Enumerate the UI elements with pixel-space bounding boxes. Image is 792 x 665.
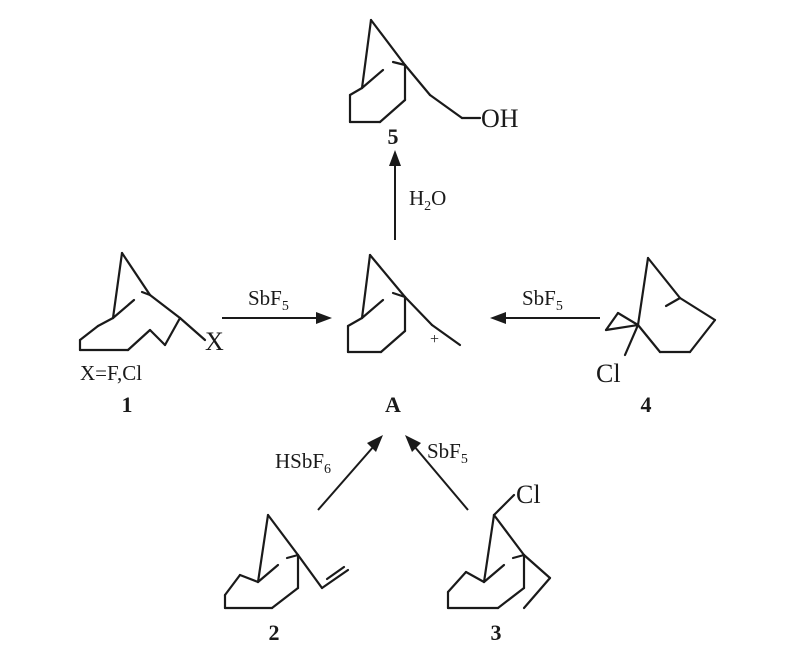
compound-5-number: 5	[388, 124, 399, 149]
compound-1-structure: X X=F,Cl 1	[78, 251, 224, 417]
compound-3-structure: Cl 3	[446, 480, 552, 645]
reagent-sbf5-bottom: SbF5	[427, 439, 468, 467]
reagent-sbf5-left: SbF5	[248, 286, 289, 314]
arrow-1-to-A: SbF5	[222, 286, 332, 324]
reagent-h2o: H2O	[409, 186, 446, 214]
compound-4-structure: Cl 4	[596, 256, 717, 417]
arrow-4-to-A: SbF5	[490, 286, 600, 324]
compound-5-oh-label: OH	[481, 104, 519, 133]
compound-1-x-label: X	[205, 327, 224, 356]
cation-charge: +	[430, 331, 439, 348]
compound-2-structure: 2	[223, 513, 350, 645]
compound-4-cl-label: Cl	[596, 359, 621, 388]
reagent-sbf5-right: SbF5	[522, 286, 563, 314]
compound-1-note: X=F,Cl	[80, 361, 142, 385]
compound-A-label: A	[385, 392, 401, 417]
compound-3-number: 3	[491, 620, 502, 645]
compound-2-number: 2	[269, 620, 280, 645]
arrow-A-to-5: H2O	[389, 150, 446, 240]
compound-1-number: 1	[122, 392, 133, 417]
compound-4-number: 4	[641, 392, 652, 417]
reagent-hsbf6: HSbF6	[275, 449, 331, 477]
arrow-2-to-A: HSbF6	[275, 435, 383, 511]
compound-A-structure: + A	[346, 253, 462, 417]
arrow-3-to-A: SbF5	[405, 435, 469, 511]
compound-5-structure: OH 5	[348, 18, 519, 149]
compound-3-cl-label: Cl	[516, 480, 541, 509]
